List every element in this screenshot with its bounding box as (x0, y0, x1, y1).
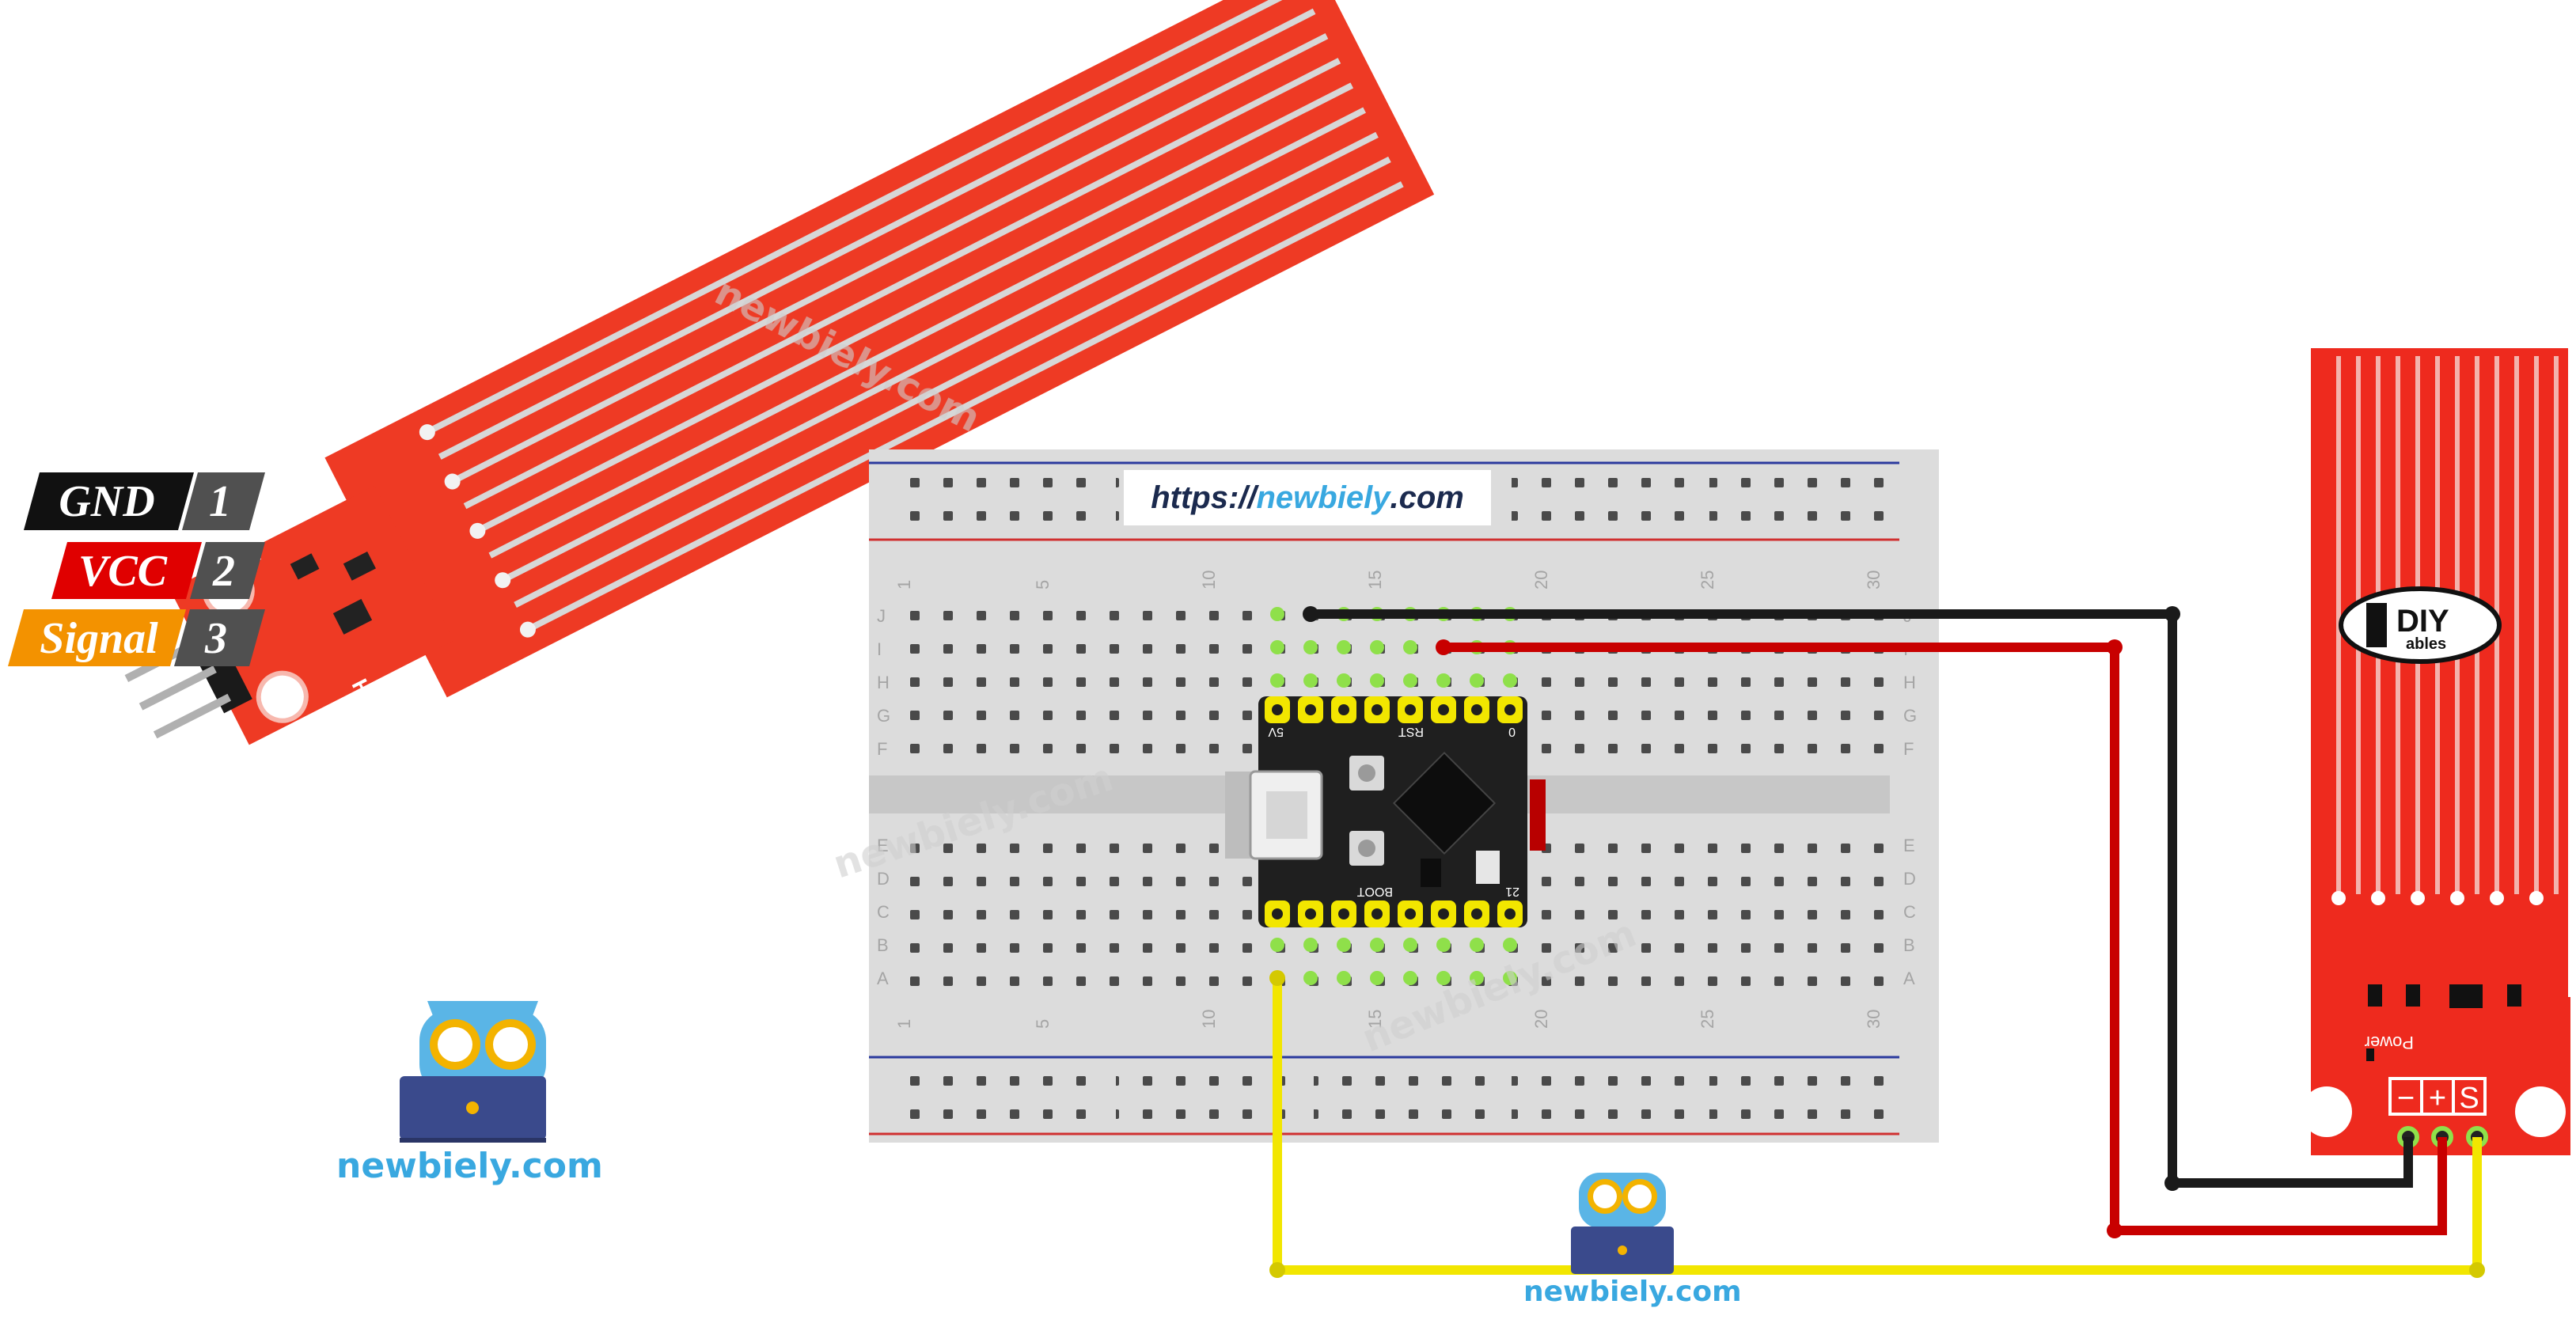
pin-name-vcc: VCC (78, 547, 168, 596)
col-number: 25 (1698, 571, 1717, 590)
wires (1269, 606, 2485, 1278)
row-letter: E (1903, 836, 1915, 855)
row-letter: G (877, 706, 890, 726)
row-letter: G (1903, 706, 1917, 726)
col-number: 20 (1531, 1010, 1551, 1029)
owl-mascot-small-icon (1571, 1173, 1674, 1274)
row-letter: I (877, 639, 882, 659)
5v-label: 5V (1268, 725, 1284, 738)
row-letter: A (877, 969, 889, 988)
url-prefix: https:// (1151, 480, 1257, 515)
brand-text-left: newbiely.com (336, 1146, 603, 1186)
row-letter: A (1903, 969, 1915, 988)
pin-number-gnd: 1 (209, 477, 231, 526)
row-letter: J (877, 606, 886, 626)
col-number: 1 (894, 580, 914, 590)
col-number: 30 (1864, 571, 1884, 590)
col-number: 15 (1365, 571, 1385, 590)
row-letter: C (877, 902, 890, 922)
owl-mascot-icon (400, 1001, 546, 1143)
pin-label-gnd: GND 1 (24, 472, 265, 530)
schematic-pin-plus: + (2429, 1082, 2446, 1115)
col-number: 10 (1199, 571, 1219, 590)
col-number: 25 (1698, 1010, 1717, 1029)
boot-label: BOOT (1356, 885, 1393, 898)
rst-label: RST (1398, 725, 1424, 738)
esp32-c3-board: RST BOOT 0 21 5V (1225, 696, 1546, 927)
col-number: 15 (1365, 1010, 1385, 1029)
schematic-power-label: Power (2365, 1033, 2414, 1052)
row-letter: B (1903, 935, 1915, 955)
water-sensor-schematic: DIY ables Power − + S (2301, 348, 2570, 1155)
row-letter: B (877, 935, 889, 955)
pin-label-signal: Signal 3 (8, 609, 265, 666)
schematic-pin-s: S (2459, 1082, 2479, 1115)
signal-wire (1273, 978, 2482, 1275)
row-letter: C (1903, 902, 1916, 922)
row-letter: E (877, 836, 889, 855)
water-sensor-photo: HW-038 Power (124, 0, 1435, 758)
schematic-pin-minus: − (2397, 1082, 2415, 1115)
diyables-logo-top: DIY (2396, 604, 2449, 639)
diyables-logo-bottom: ables (2406, 635, 2446, 653)
pin-name-signal: Signal (40, 614, 158, 663)
row-letter: D (877, 869, 890, 889)
col-number: 5 (1033, 1019, 1053, 1029)
pin21-label: 21 (1505, 885, 1519, 898)
brand-text-bottom: newbiely.com (1523, 1276, 1742, 1308)
col-number: 1 (894, 1019, 914, 1029)
pin-label-vcc: VCC 2 (51, 542, 265, 599)
pin0-label: 0 (1508, 725, 1516, 738)
pin-number-signal: 3 (204, 614, 227, 663)
row-letter: H (1903, 673, 1916, 692)
url-suffix: .com (1390, 480, 1464, 515)
url-highlight: newbiely (1256, 480, 1390, 515)
row-letter: D (1903, 869, 1916, 889)
col-number: 5 (1033, 580, 1053, 590)
sensor-model-label: HW-038 (347, 675, 406, 758)
pin-name-gnd: GND (59, 477, 154, 526)
col-number: 20 (1531, 571, 1551, 590)
row-letter: F (1903, 739, 1914, 759)
row-letter: F (877, 739, 887, 759)
col-number: 10 (1199, 1010, 1219, 1029)
pin-number-vcc: 2 (212, 547, 235, 596)
row-letter: H (877, 673, 890, 692)
col-number: 30 (1864, 1010, 1884, 1029)
url-banner: https://newbiely.com (1124, 470, 1491, 525)
